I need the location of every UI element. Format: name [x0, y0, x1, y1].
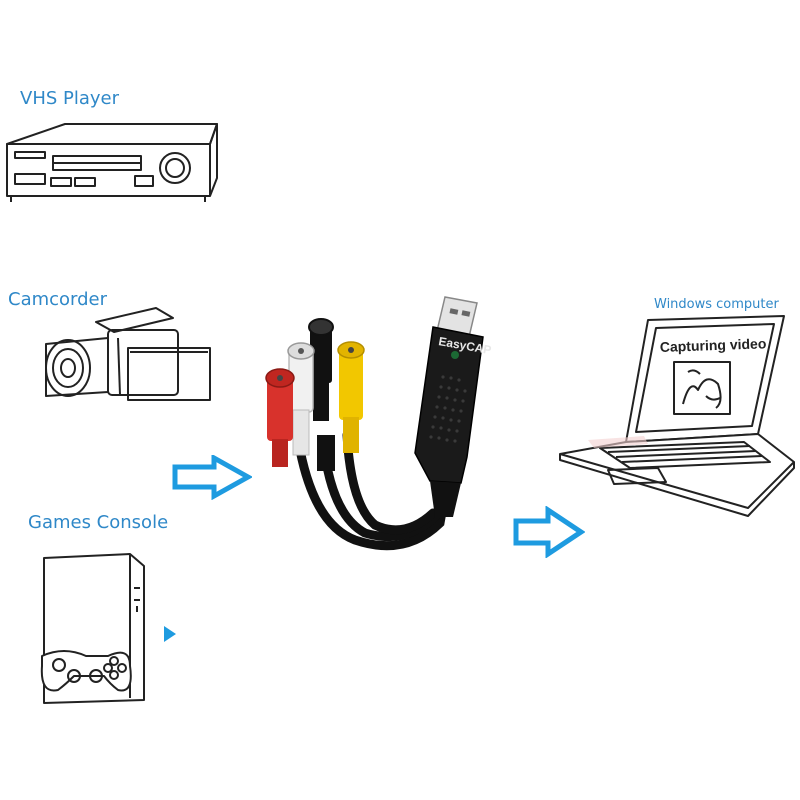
- camcorder-icon: [45, 307, 211, 401]
- vhs-player-icon: [6, 123, 218, 202]
- vhs-player-label: VHS Player: [20, 88, 120, 109]
- easycap-device: EasyCAP: [265, 296, 492, 551]
- screen-caption: Capturing video: [660, 335, 767, 355]
- arrow-to-computer-icon: [513, 506, 585, 558]
- red-audio-jack: [265, 368, 295, 467]
- cable-clip: [317, 435, 335, 471]
- games-console-label: Games Console: [28, 512, 169, 533]
- laptop-icon: Capturing video: [559, 315, 795, 517]
- yellow-video-jack: [337, 341, 365, 453]
- games-console-icon: [40, 553, 176, 704]
- camcorder-label: Camcorder: [8, 289, 108, 310]
- arrow-to-device-icon: [172, 455, 252, 500]
- s-video-jack: [308, 318, 334, 421]
- status-led-icon: [451, 351, 459, 359]
- white-audio-jack: [287, 342, 315, 456]
- windows-computer-label: Windows computer: [654, 297, 779, 312]
- play-triangle-icon: [164, 626, 176, 642]
